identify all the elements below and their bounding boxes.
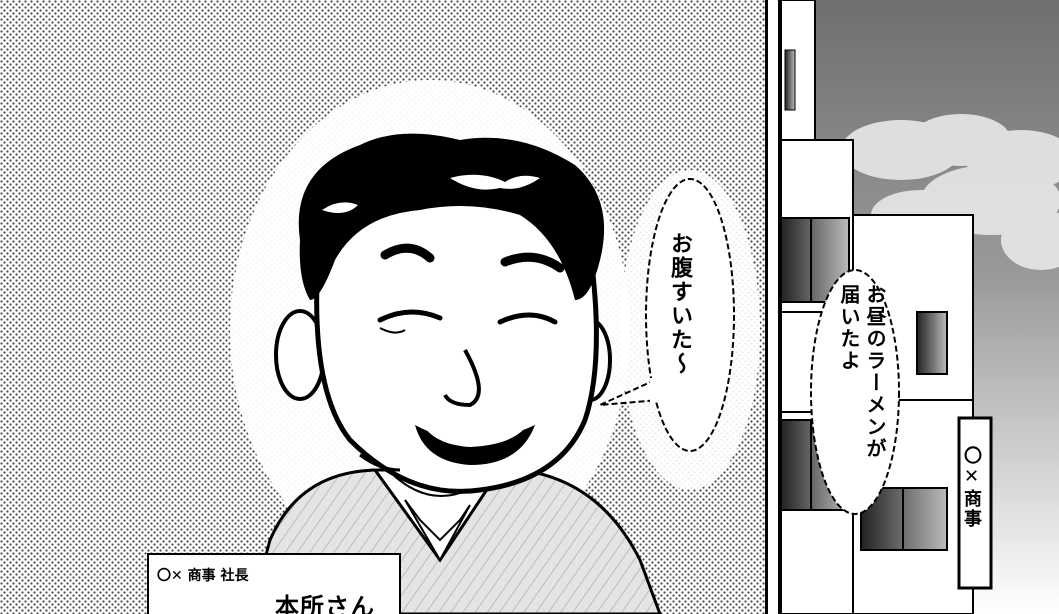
eye-right-closed: [497, 312, 558, 325]
panel-gutter: [768, 0, 778, 614]
panel-right: [778, 0, 1059, 614]
eye-left-closed: [377, 309, 443, 323]
eyebrow-left: [380, 243, 435, 263]
eyebrow-right: [500, 252, 565, 273]
hair: [298, 133, 605, 300]
character-nameplate: 〇✕ 商事 社長 本所さん: [147, 553, 401, 614]
building-sign-text: 〇✕商事: [961, 446, 982, 529]
panel-left-art: [0, 0, 765, 614]
speech-text-hungry: お腹すいた～: [667, 232, 692, 376]
panel-left: お腹すいた～ 〇✕ 商事 社長 本所さん: [0, 0, 768, 614]
nose: [443, 349, 481, 408]
speech-bubble-2: [810, 269, 900, 515]
nameplate-company-title: 〇✕ 商事 社長: [157, 568, 249, 584]
speech-text-ramen: お昼のラーメンが届いたよ: [837, 284, 887, 460]
hair-highlight: [450, 174, 540, 190]
panel-right-art: [781, 0, 1059, 614]
building-sign: [957, 416, 993, 590]
nameplate-name: 本所さん: [275, 593, 375, 614]
speech-bubble-1: [599, 178, 735, 452]
